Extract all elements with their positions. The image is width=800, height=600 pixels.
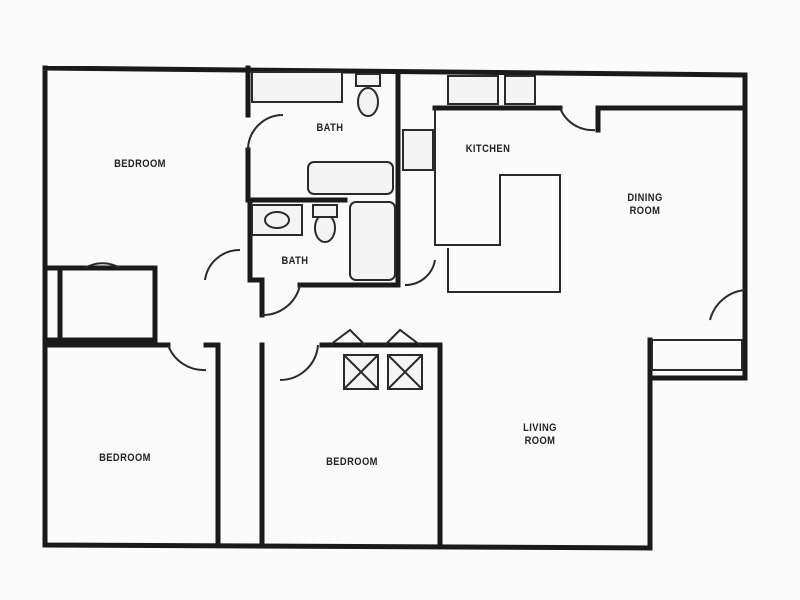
refrigerator — [504, 75, 536, 105]
room-label-bedroom-top-left: BEDROOM — [114, 158, 166, 170]
sink-basin — [264, 211, 290, 229]
room-label-kitchen: KITCHEN — [465, 143, 511, 155]
doors — [84, 107, 746, 382]
closet-entry — [651, 339, 743, 371]
bathtub-upper — [307, 161, 394, 195]
room-label-dining-room: DINING ROOM — [627, 192, 663, 217]
sink-lower — [251, 204, 303, 236]
room-label-bedroom-bottom-left: BEDROOM — [99, 452, 151, 464]
kitchen-sink — [447, 75, 499, 105]
toilet-upper — [357, 87, 379, 117]
fixtures — [251, 71, 743, 390]
toilet-tank-lower — [312, 204, 338, 218]
room-label-living-room: LIVING ROOM — [523, 422, 557, 447]
interior-walls — [42, 65, 748, 548]
bathtub-lower — [349, 201, 396, 281]
vanity-counter — [251, 71, 343, 103]
toilet-lower — [314, 213, 336, 243]
room-label-bath-upper: BATH — [316, 122, 344, 134]
stove — [402, 129, 434, 171]
kitchen-counter — [434, 108, 561, 293]
room-label-bedroom-bottom-center: BEDROOM — [326, 456, 378, 468]
room-label-bath-lower: BATH — [281, 255, 309, 267]
exterior-walls — [42, 65, 748, 551]
toilet-tank-upper — [355, 73, 381, 87]
